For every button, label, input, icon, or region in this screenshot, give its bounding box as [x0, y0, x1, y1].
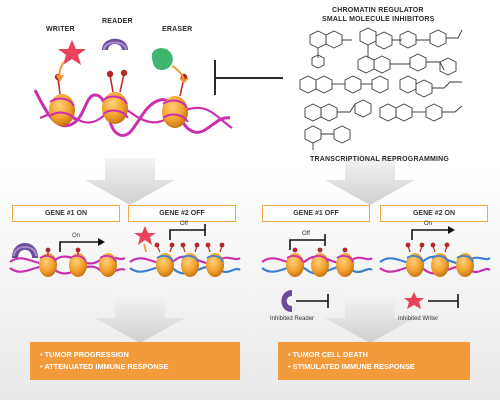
right-gene1-chromatin: [261, 247, 373, 277]
top-chromatin: [33, 69, 233, 137]
left-gene2-label: GENE #2 OFF: [159, 210, 205, 217]
left-outcome-line1: • TUMOR PROGRESSION: [40, 350, 129, 359]
reader-icon: [102, 38, 128, 50]
down-arrow-right: [325, 158, 415, 205]
left-gene2-box: GENE #2 OFF: [128, 205, 236, 222]
inhibited-writer-icon: [404, 292, 424, 309]
left-gene1-label: GENE #1 ON: [44, 210, 87, 217]
modification-mark: [120, 69, 128, 77]
inhibitors-title-line1: CHROMATIN REGULATOR: [332, 7, 424, 14]
reader-icon: [12, 243, 38, 258]
reader-label: READER: [102, 18, 133, 25]
inhibited-reader-label: Inhibited Reader: [270, 316, 315, 322]
on-arrow-right-2: [411, 229, 448, 240]
left-gene1-box: GENE #1 ON: [12, 205, 120, 222]
off-bar-right-1: [289, 234, 326, 250]
right-gene2-label: GENE #2 ON: [412, 210, 455, 217]
left-gene1-chromatin: [9, 247, 126, 277]
down-arrow-bottom-right: [325, 295, 415, 343]
eraser-icon: [151, 48, 173, 70]
down-arrow-bottom-left: [95, 295, 185, 343]
nucleosome: [162, 96, 188, 128]
inhibited-reader-icon: [281, 290, 292, 312]
right-gene2-chromatin: [379, 242, 491, 277]
inhibitor-structures: [299, 27, 463, 150]
inhibitors-title-line2: SMALL MOLECULE INHIBITORS: [322, 16, 435, 23]
on-arrow-left-1: [59, 241, 98, 252]
right-outcome-line1: • TUMOR CELL DEATH: [288, 350, 368, 359]
off-bar-left-2: [169, 224, 206, 240]
writer-icon: [58, 40, 86, 65]
modification-mark: [106, 70, 114, 78]
right-gene2-box: GENE #2 ON: [380, 205, 488, 222]
right-outcome-line2: • STIMULATED IMMUNE RESPONSE: [288, 362, 415, 371]
right-outcome-box: • TUMOR CELL DEATH • STIMULATED IMMUNE R…: [278, 342, 470, 380]
down-arrow-left: [85, 158, 175, 205]
right-gene1-label: GENE #1 OFF: [293, 210, 339, 217]
left-outcome-line2: • ATTENUATED IMMUNE RESPONSE: [40, 362, 169, 371]
writer-icon: [134, 226, 156, 245]
left-gene2-chromatin: [129, 242, 241, 277]
nucleosome: [102, 92, 128, 124]
inhibited-writer-label: Inhibited Writer: [398, 316, 439, 322]
eraser-label: ERASER: [162, 26, 193, 33]
nucleosome: [49, 94, 75, 126]
left-on-label: On: [72, 233, 81, 239]
reprogramming-label: TRANSCRIPTIONAL REPROGRAMMING: [310, 156, 450, 163]
left-off-label: Off: [180, 221, 188, 227]
right-gene1-box: GENE #1 OFF: [262, 205, 370, 222]
right-off-label: Off: [302, 231, 310, 237]
right-on-label: On: [424, 221, 433, 227]
writer-label: WRITER: [46, 26, 75, 33]
left-outcome-box: • TUMOR PROGRESSION • ATTENUATED IMMUNE …: [30, 342, 240, 380]
